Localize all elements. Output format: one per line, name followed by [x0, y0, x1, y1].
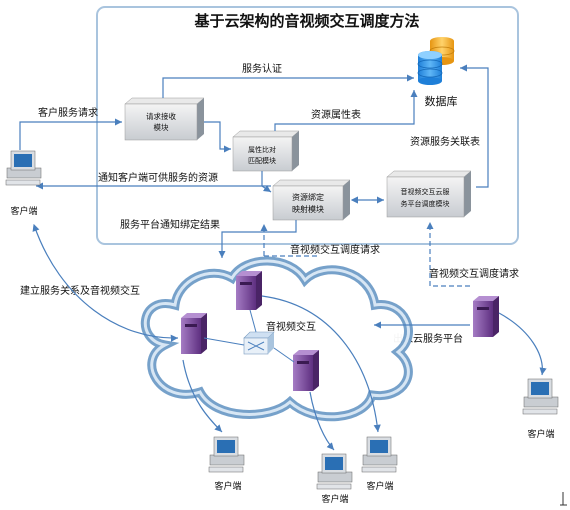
- label-auth: 服务认证: [242, 62, 282, 75]
- auth-arrow: [162, 74, 414, 98]
- match-module: [232, 130, 300, 172]
- request-module-line1: 请求接收: [146, 111, 176, 121]
- bind-module-line2: 映射模块: [292, 204, 324, 214]
- notify-bind-arrow: [218, 220, 297, 258]
- cloud-service-module: [386, 170, 472, 218]
- client-icon-1: [5, 150, 42, 186]
- bind-module: [272, 179, 351, 221]
- client-label-5: 客户端: [527, 428, 554, 440]
- switch-icon: [243, 331, 275, 355]
- match-module-line1: 属性比对: [248, 145, 276, 154]
- client-label-1: 客户端: [10, 205, 37, 217]
- client-icon-4: [361, 436, 398, 473]
- diagram-title: 基于云架构的音视频交互调度方法: [193, 12, 419, 30]
- cloud-icon: [140, 256, 413, 422]
- client-icon-5: [522, 378, 559, 415]
- schedule-request-right-arrow: [426, 222, 470, 287]
- text-cursor-icon: [560, 492, 567, 506]
- label-notify-bind: 服务平台通知绑定结果: [120, 218, 220, 231]
- client-icon-2: [208, 436, 245, 473]
- bind-module-line1: 资源绑定: [292, 192, 324, 202]
- cloud-client3-link: [309, 391, 335, 451]
- client-label-2: 客户端: [214, 480, 241, 492]
- resource-attr-arrow: [274, 90, 418, 131]
- cloud-client2-link: [182, 359, 223, 433]
- cloud-client4-link: [261, 295, 381, 433]
- request-module: [124, 97, 205, 141]
- label-establish: 建立服务关系及音视频交互: [20, 284, 140, 297]
- server-icon-left: [181, 313, 207, 354]
- label-resource-service: 资源服务关联表: [410, 135, 480, 148]
- match-module-line2: 匹配模块: [248, 156, 276, 165]
- gateway-client5-link: [498, 312, 547, 376]
- label-schedule-request-right: 音视频交互调度请求: [429, 267, 519, 280]
- server-icon-top: [236, 271, 262, 310]
- database-icon: [417, 37, 455, 85]
- label-av-interact: 音视频交互: [266, 320, 316, 333]
- client-request-arrow: [19, 118, 122, 150]
- label-resource-attr: 资源属性表: [311, 108, 361, 121]
- label-schedule-request-top: 音视频交互调度请求: [290, 243, 380, 256]
- client-label-3: 客户端: [321, 493, 348, 505]
- database-label: 数据库: [425, 94, 458, 108]
- request-to-match-arrow: [204, 121, 231, 153]
- client-icon-3: [316, 453, 353, 490]
- client1-cloud-link: [32, 223, 179, 342]
- resource-service-arrow: [460, 64, 489, 188]
- link-left-switch: [203, 337, 245, 346]
- label-client-request: 客户服务请求: [38, 106, 98, 119]
- server-icon-gateway: [473, 296, 499, 337]
- cloud-service-module-line2: 务平台调度模块: [401, 199, 450, 208]
- link-top-switch: [249, 309, 257, 333]
- request-module-line2: 模块: [154, 122, 169, 132]
- cloud-service-module-line1: 音视频交互云服: [401, 187, 450, 196]
- server-icon-middle: [293, 350, 319, 391]
- link-switch-middle: [273, 347, 295, 363]
- client-label-4: 客户端: [366, 480, 393, 492]
- label-notify-client: 通知客户端可供服务的资源: [98, 171, 218, 184]
